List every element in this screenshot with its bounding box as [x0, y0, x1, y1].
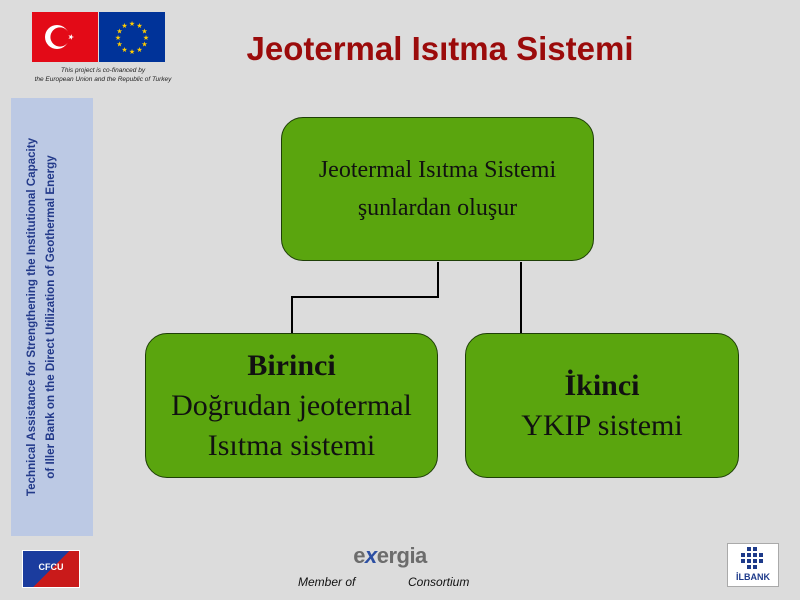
cofinance-line: the European Union and the Republic of T…	[34, 76, 172, 83]
cfcu-logo-icon: CFCU	[22, 550, 80, 588]
left-node-heading: Birinci	[247, 348, 336, 382]
svg-text:★: ★	[116, 28, 122, 36]
turkey-flag-icon	[32, 12, 98, 62]
ilbank-logo-icon: İLBANK	[727, 543, 779, 587]
left-node-line: Doğrudan jeotermal	[171, 388, 412, 422]
right-node-heading: İkinci	[564, 368, 640, 402]
svg-text:★: ★	[121, 22, 127, 30]
page-title: Jeotermal Isıtma Sistemi	[246, 30, 634, 67]
cofinance-note: This project is co-financed by the Europ…	[8, 66, 198, 84]
exergia-logo-prefix: e	[353, 543, 365, 568]
root-node-line: şunlardan oluşur	[357, 195, 518, 221]
right-node-line: YKIP sistemi	[521, 408, 683, 442]
svg-text:★: ★	[143, 34, 149, 42]
left-node-line: Isıtma sistemi	[207, 428, 376, 462]
diagram-root-node: Jeotermal Isıtma Sistemi şunlardan oluşu…	[281, 117, 594, 261]
connector-root-left	[291, 262, 439, 333]
svg-text:★: ★	[136, 22, 142, 30]
svg-text:★: ★	[115, 34, 121, 42]
exergia-logo: exergia	[330, 543, 450, 569]
cofinance-line: This project is co-financed by	[60, 67, 146, 74]
svg-text:★: ★	[116, 41, 122, 49]
diagram-right-node: İkinci YKIP sistemi	[465, 333, 739, 478]
eu-flag-icon: ★★★ ★★★ ★★★ ★★★	[99, 12, 165, 62]
svg-text:★: ★	[141, 41, 147, 49]
member-of-text: Member of	[298, 575, 356, 589]
ilbank-logo-text: İLBANK	[736, 572, 770, 582]
svg-text:★: ★	[141, 28, 147, 36]
svg-text:★: ★	[136, 46, 142, 54]
exergia-logo-suffix: ergia	[376, 543, 428, 568]
svg-text:★: ★	[129, 20, 135, 28]
consortium-text: Consortium	[408, 575, 470, 589]
exergia-logo-x: x	[364, 543, 377, 568]
root-node-line: Jeotermal Isıtma Sistemi	[318, 157, 557, 183]
cfcu-logo-text: CFCU	[38, 562, 64, 572]
side-panel	[11, 98, 93, 536]
diagram-left-node: Birinci Doğrudan jeotermal Isıtma sistem…	[145, 333, 438, 478]
svg-text:★: ★	[121, 46, 127, 54]
svg-text:★: ★	[129, 48, 135, 56]
